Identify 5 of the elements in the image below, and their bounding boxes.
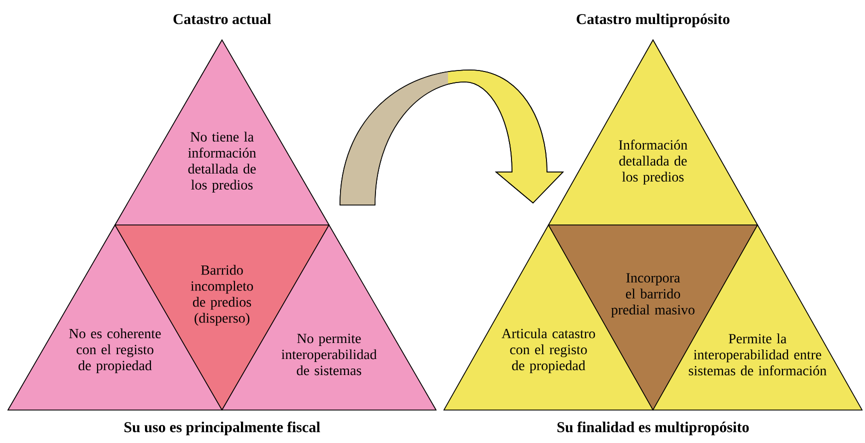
node-label: Su finalidad es multipropósito (557, 422, 749, 436)
heading: Catastro actual (174, 14, 271, 24)
curved-arrow (340, 70, 564, 206)
node-label: Su uso es principalmente fiscal (124, 422, 320, 436)
heading: Catastro multipropósito (576, 14, 730, 28)
